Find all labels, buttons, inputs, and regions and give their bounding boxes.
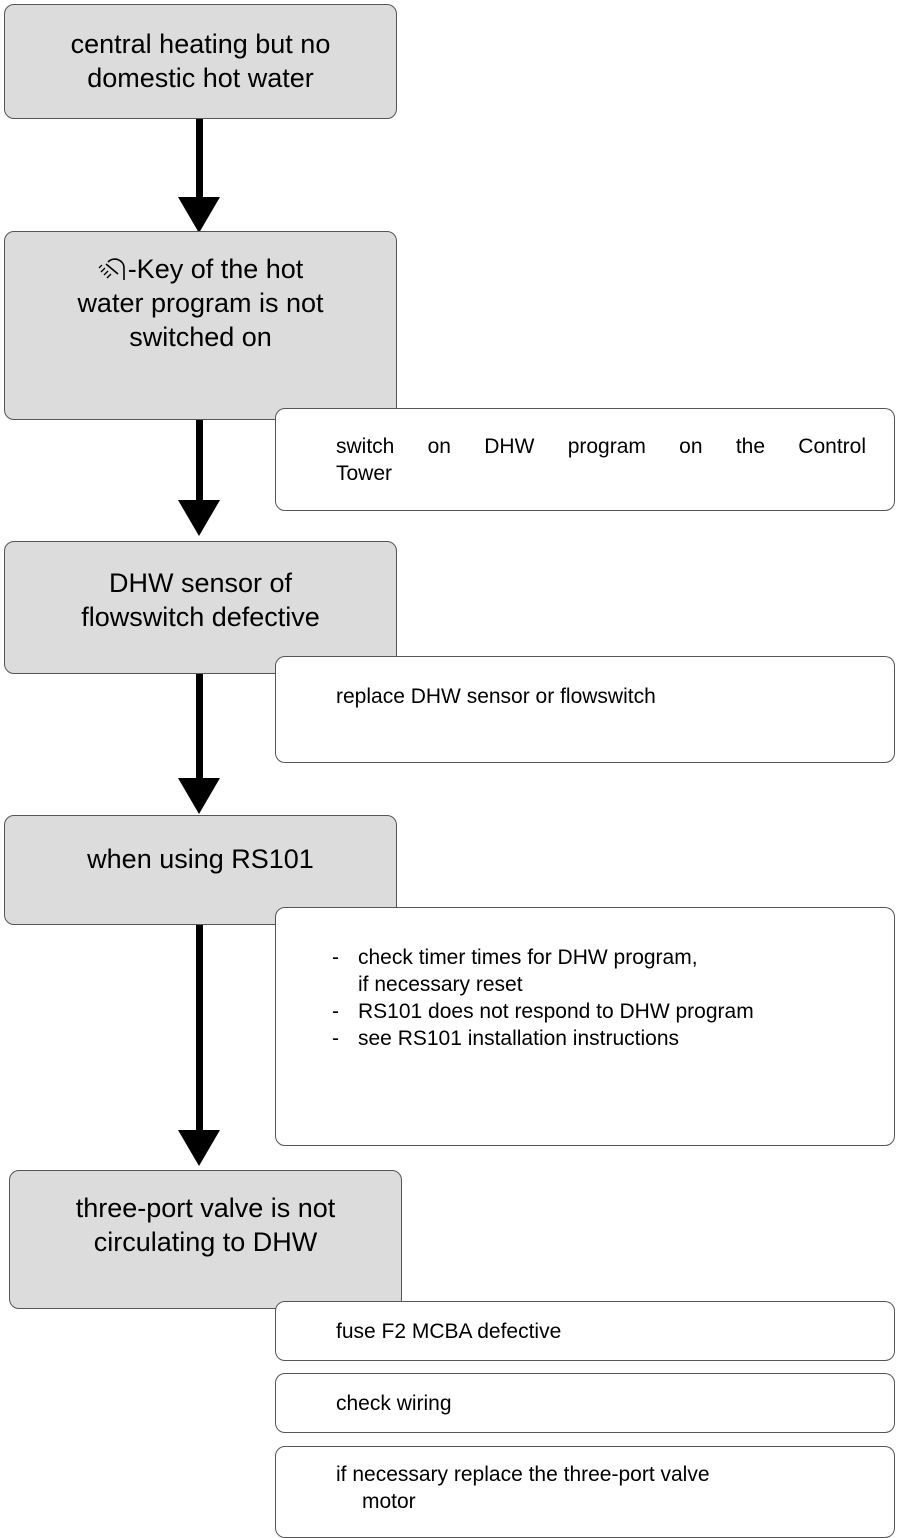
connector-line <box>196 420 203 502</box>
action-text-line: replace DHW sensor or flowswitch <box>336 685 656 708</box>
valve-text-line: circulating to DHW <box>93 1227 318 1257</box>
action-text-line: Tower <box>336 462 393 485</box>
key-text-line: water program is not <box>77 288 324 318</box>
arrow-head <box>178 778 220 814</box>
key-text-line: -Key of the hot <box>127 254 304 284</box>
action-text-line: if necessary replace the three-port valv… <box>336 1463 710 1486</box>
bullet-text-line: check timer times for DHW program, <box>358 946 698 969</box>
rs101-text-line: when using RS101 <box>87 844 314 874</box>
bullet-dash: - <box>332 946 339 969</box>
rs101-bullet-item: - check timer times for DHW program, if … <box>332 944 874 998</box>
sensor-text-line: flowswitch defective <box>81 602 320 632</box>
sensor-box: DHW sensor of flowswitch defective <box>4 541 397 674</box>
arrow-head <box>178 500 220 536</box>
arrow-head <box>178 197 220 233</box>
rs101-bullet-item: - see RS101 installation instructions <box>332 1025 874 1052</box>
connector-line <box>196 674 203 780</box>
start-text-line: domestic hot water <box>87 63 314 93</box>
action-valve-motor: if necessary replace the three-port valv… <box>275 1446 895 1538</box>
valve-box: three-port valve is not circulating to D… <box>9 1170 402 1309</box>
action-fuse: fuse F2 MCBA defective <box>275 1301 895 1361</box>
rs101-box: when using RS101 <box>4 815 397 925</box>
action-text-line: fuse F2 MCBA defective <box>336 1320 562 1343</box>
start-text-line: central heating but no <box>70 29 331 59</box>
bullet-text-line: if necessary reset <box>358 973 523 996</box>
bullet-dash: - <box>332 1000 339 1023</box>
action-wiring: check wiring <box>275 1373 895 1433</box>
bullet-text-line: see RS101 installation instructions <box>358 1027 680 1050</box>
shower-icon <box>98 258 125 280</box>
action-dhw-program: switch on DHW program on the Control Tow… <box>275 408 895 511</box>
action-text-line: check wiring <box>336 1392 452 1415</box>
connector-line <box>196 119 203 199</box>
action-replace-sensor: replace DHW sensor or flowswitch <box>275 656 895 763</box>
valve-text-line: three-port valve is not <box>75 1193 336 1223</box>
sensor-text-line: DHW sensor of <box>108 568 293 598</box>
arrow-head <box>178 1130 220 1166</box>
key-text-line: switched on <box>129 322 272 352</box>
rs101-bullet-item: - RS101 does not respond to DHW program <box>332 998 874 1025</box>
key-box: -Key of the hot water program is not swi… <box>4 231 397 420</box>
action-text-line: switch on DHW program on the Control <box>336 435 866 458</box>
start-box: central heating but no domestic hot wate… <box>4 4 397 119</box>
bullet-text-line: RS101 does not respond to DHW program <box>358 1000 754 1023</box>
connector-line <box>196 925 203 1132</box>
bullet-dash: - <box>332 1027 339 1050</box>
action-text-line: motor <box>362 1490 416 1513</box>
action-rs101: - check timer times for DHW program, if … <box>275 907 895 1146</box>
